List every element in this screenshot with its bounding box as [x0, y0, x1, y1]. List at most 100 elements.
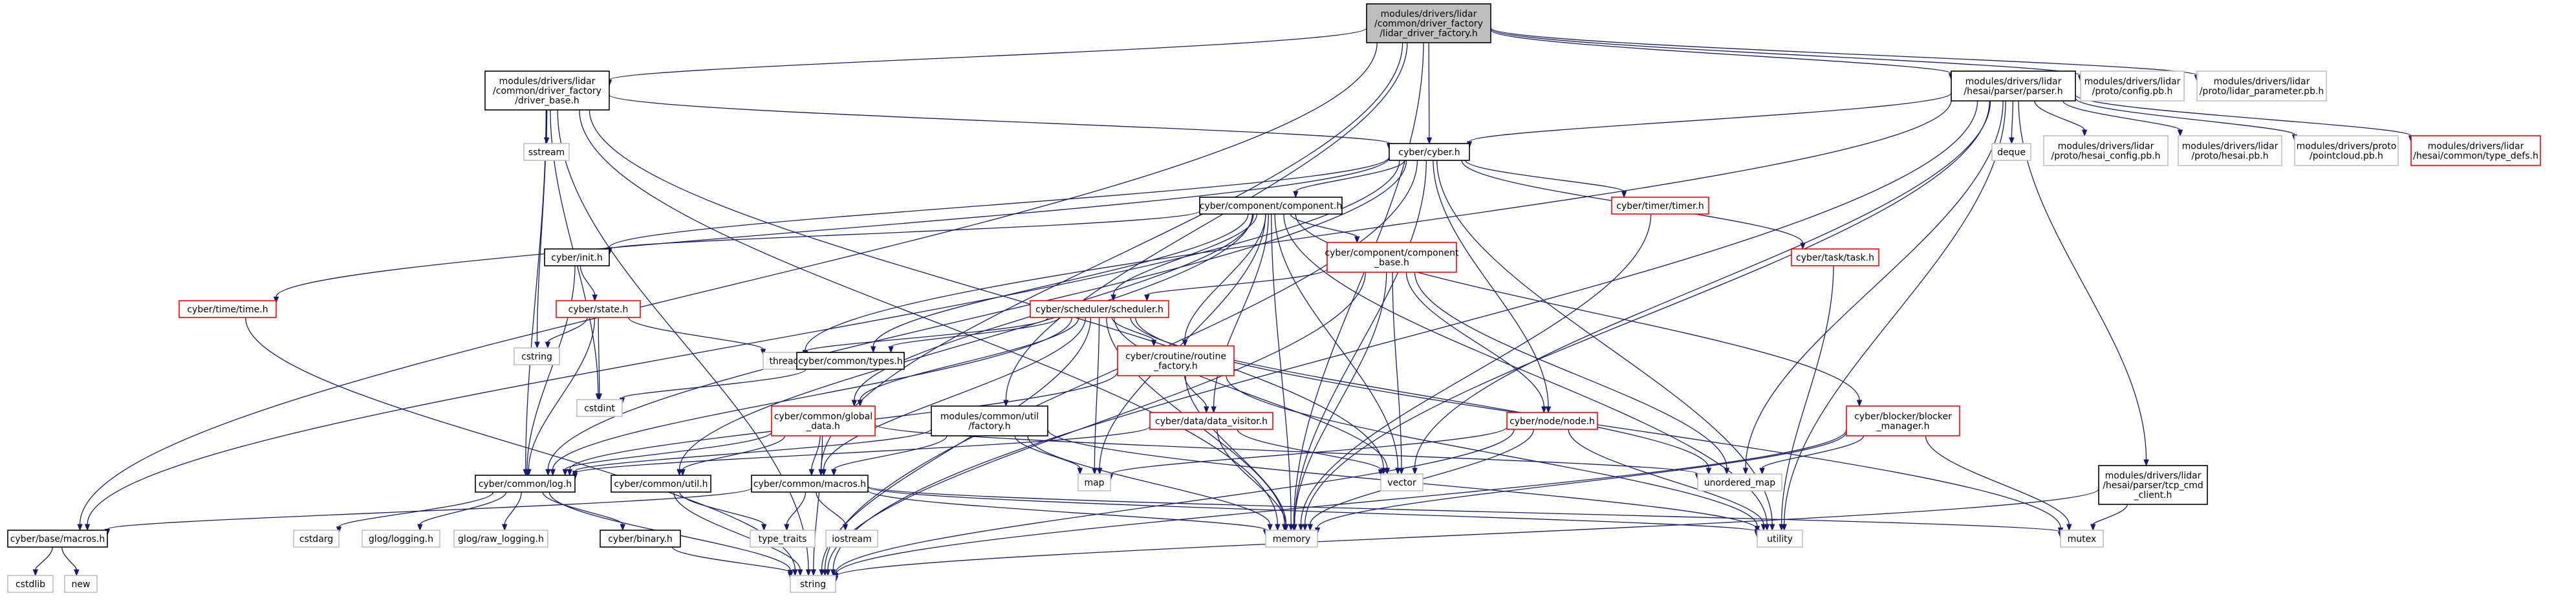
node-box [1030, 300, 1169, 318]
node-state-h[interactable]: cyber/state.h [556, 300, 641, 318]
edge-scheduler_h-to-types_h [888, 317, 1060, 354]
edges-layer [32, 27, 2414, 583]
node-label: mutex [2068, 534, 2097, 544]
node-box [796, 352, 905, 370]
node-box [2410, 135, 2541, 166]
node-init-h[interactable]: cyber/init.h [544, 248, 610, 266]
node-util-factory[interactable]: modules/common/util/factory.h [931, 405, 1048, 436]
node-label: deque [1997, 147, 2026, 158]
edge-scheduler_h-to-map [1092, 317, 1100, 475]
node-box [7, 575, 54, 593]
node-types-h[interactable]: cyber/common/types.h [796, 352, 905, 370]
node-utility: utility [1757, 530, 1803, 548]
edge-macros_h-to-base_macros [104, 488, 752, 536]
node-label: thread [770, 356, 799, 367]
node-label: cyber/state.h [568, 305, 629, 315]
node-label: utility [1767, 534, 1793, 544]
node-iostream: iostream [825, 530, 878, 548]
node-label: glog/logging.h [369, 534, 433, 544]
node-type-traits: type_traits [750, 530, 816, 548]
edge-routine_factory-to-data_visitor [1184, 375, 1209, 414]
nodes-layer: modules/drivers/lidar/common/driver_fact… [7, 3, 2541, 593]
edge-node_h-to-utility [1568, 429, 1767, 532]
node-time-h[interactable]: cyber/time/time.h [179, 300, 277, 318]
node-label: cstdint [584, 403, 615, 414]
edge-cyber_h-to-log_h [545, 160, 1407, 477]
node-label: modules/drivers/lidar/proto/config.pb.h [2084, 77, 2181, 97]
edge-global_data-to-string [810, 435, 823, 577]
node-label: modules/drivers/lidar/hesai/parser/parse… [1964, 77, 2062, 97]
node-data-visitor[interactable]: cyber/data/data_visitor.h [1149, 412, 1273, 430]
edge-driver_base-to-memory [579, 109, 1281, 532]
edge-component_base-to-string [825, 272, 1366, 577]
edge-root-to-cyber_h [1426, 42, 1433, 145]
node-label: unordered_map [1704, 478, 1775, 488]
node-cstdint: cstdint [576, 399, 623, 417]
edge-state_h-to-log_h [526, 317, 596, 477]
node-box [475, 475, 576, 493]
node-box [825, 530, 878, 548]
node-label: cyber/task/task.h [1796, 253, 1874, 263]
edge-tcp_cmd_client-to-mutex [2090, 504, 2128, 532]
node-label: cyber/common/log.h [479, 479, 572, 489]
node-root: modules/drivers/lidar/common/driver_fact… [1366, 3, 1491, 43]
node-hesai-parser[interactable]: modules/drivers/lidar/hesai/parser/parse… [1951, 70, 2076, 102]
node-component-h[interactable]: cyber/component/component.h [1199, 197, 1343, 215]
node-box [790, 575, 836, 593]
edge-component_h-to-routine_factory [1182, 213, 1266, 347]
edge-hesai_parser-to-string [830, 100, 1978, 577]
node-box [1757, 530, 1803, 548]
node-macros-h[interactable]: cyber/common/macros.h [751, 475, 869, 493]
edge-util_h-to-string [673, 491, 803, 577]
edge-init_h-to-state_h [579, 265, 598, 302]
node-label: new [72, 579, 91, 590]
node-type-defs[interactable]: modules/drivers/lidar/hesai/common/type_… [2410, 135, 2541, 166]
node-box [1506, 412, 1598, 430]
node-label: cyber/croutine/routine_factory.h [1125, 352, 1226, 372]
node-node-h[interactable]: cyber/node/node.h [1506, 412, 1598, 430]
edge-binary_h-to-string [671, 546, 794, 579]
node-box [611, 475, 711, 493]
node-label: memory [1273, 534, 1311, 544]
node-global-data[interactable]: cyber/common/global_data.h [771, 405, 876, 436]
node-cyber-h[interactable]: cyber/cyber.h [1389, 143, 1470, 161]
edge-blocker_manager-to-string [832, 429, 1847, 582]
node-blocker-manager[interactable]: cyber/blocker/blocker_manager.h [1846, 405, 1960, 436]
node-box [1380, 473, 1423, 491]
edge-component_h-to-util_h [676, 213, 1253, 477]
node-util-h[interactable]: cyber/common/util.h [611, 475, 711, 493]
node-deque: deque [1991, 143, 2031, 161]
node-routine-factory[interactable]: cyber/croutine/routine_factory.h [1117, 345, 1235, 376]
edge-hesai_parser-to-hesai_pb [2062, 100, 2183, 137]
node-log-h[interactable]: cyber/common/log.h [475, 475, 576, 493]
node-sstream: sstream [523, 143, 570, 161]
node-task-h[interactable]: cyber/task/task.h [1791, 248, 1879, 266]
node-box [1326, 242, 1457, 273]
edge-tcp_cmd_client-to-string [832, 488, 2099, 583]
node-base-macros[interactable]: cyber/base/macros.h [7, 530, 108, 548]
node-box [179, 300, 277, 318]
edge-blocker_manager-to-mutex [1925, 435, 2072, 532]
edge-hesai_parser-to-cyber_h [1466, 92, 1952, 149]
edge-component_base-to-scheduler_h [1144, 268, 1328, 302]
node-driver-base[interactable]: modules/drivers/lidar/common/driver_fact… [484, 70, 610, 111]
node-label: cyber/base/macros.h [10, 534, 105, 544]
edge-component_h-to-data_visitor [1211, 213, 1270, 414]
edge-macros_h-to-mutex [867, 486, 2064, 539]
node-label: glog/raw_logging.h [458, 534, 544, 544]
node-box [931, 405, 1048, 436]
node-label: cyber/common/macros.h [753, 479, 866, 489]
node-box [750, 530, 816, 548]
node-component-base[interactable]: cyber/component/component_base.h [1325, 242, 1459, 273]
node-binary-h[interactable]: cyber/binary.h [600, 530, 681, 548]
node-scheduler-h[interactable]: cyber/scheduler/scheduler.h [1030, 300, 1169, 318]
node-box [2294, 135, 2399, 166]
node-label: vector [1387, 478, 1416, 488]
node-hesai-config-pb: modules/drivers/lidar/proto/hesai_config… [2043, 135, 2169, 166]
node-timer-h[interactable]: cyber/timer/timer.h [1611, 197, 1709, 215]
node-label: modules/drivers/lidar/hesai/parser/tcp_c… [2103, 471, 2203, 500]
node-box [1265, 530, 1318, 548]
edge-component_h-to-component_base [1290, 213, 1360, 244]
node-tcp-cmd-client[interactable]: modules/drivers/lidar/hesai/parser/tcp_c… [2098, 465, 2208, 505]
node-label: modules/drivers/lidar/proto/hesai_config… [2051, 142, 2160, 162]
